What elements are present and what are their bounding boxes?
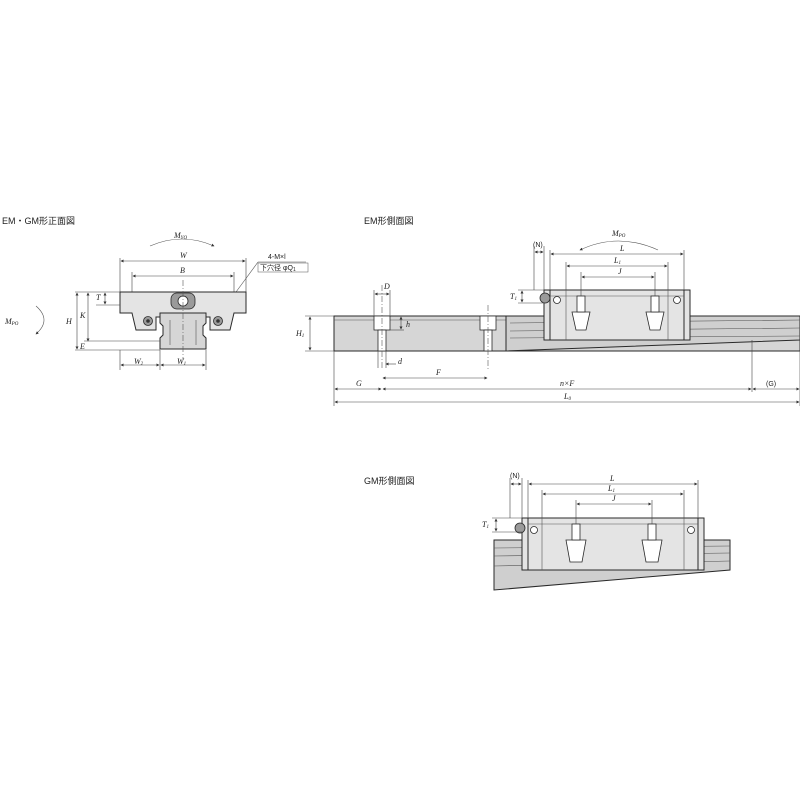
- label-e: E: [79, 342, 85, 351]
- mpo-label: MPO: [4, 317, 19, 327]
- gm-label-l: L: [609, 474, 615, 483]
- em-label-l: L: [619, 244, 625, 253]
- em-label-g-paren: (G): [766, 381, 776, 388]
- mpo-arrow: [35, 305, 45, 335]
- em-label-j: J: [618, 267, 622, 276]
- gm-label-l1: L1: [607, 484, 615, 494]
- em-label-h1: H1: [295, 329, 304, 339]
- front-view-title: EM・GM形正面図: [2, 215, 75, 226]
- label-w: W: [180, 251, 188, 260]
- label-h: H: [65, 317, 73, 326]
- em-label-d-cap: D: [383, 282, 390, 291]
- gm-ball-recess-2: [641, 539, 663, 563]
- label-t: T: [96, 293, 101, 302]
- rail-front: [159, 312, 207, 350]
- em-label-l0: L0: [563, 392, 571, 402]
- hole-spec-line2: 下穴径 φQ1: [260, 263, 296, 273]
- gm-grease-nipple: [514, 522, 526, 534]
- gm-label-t1: T1: [482, 520, 489, 530]
- em-label-n: (N): [533, 242, 543, 249]
- front-view: MYO W B 4-M×l 下穴径 φQ1 MPO: [4, 231, 309, 370]
- label-w1: W1: [177, 357, 186, 367]
- gm-side-view-title: GM形側面図: [364, 475, 415, 486]
- em-label-d-small: d: [398, 357, 403, 366]
- hole-spec-line1: 4-M×l: [268, 254, 286, 261]
- myo-arrow: [149, 238, 215, 247]
- em-side-view-title: EM形側面図: [364, 215, 414, 226]
- em-label-g: G: [356, 379, 362, 388]
- em-grease-nipple: [539, 292, 551, 304]
- em-label-l1: L1: [613, 256, 621, 266]
- label-w2: W2: [134, 357, 144, 367]
- em-label-t1: T1: [510, 292, 517, 302]
- em-label-nf: n×F: [560, 379, 574, 388]
- gm-label-j: J: [612, 494, 616, 503]
- label-b: B: [180, 266, 185, 275]
- em-side-view: MPO (N) L L1 J T1 D h: [295, 229, 800, 406]
- gm-label-n: (N): [510, 473, 520, 480]
- label-k: K: [79, 311, 86, 320]
- em-mpo-label: MPO: [611, 229, 626, 239]
- em-label-f: F: [435, 368, 441, 377]
- gm-side-view: (N) L L1 J T1: [482, 473, 731, 591]
- myo-label: MYO: [173, 231, 187, 241]
- em-mpo-arrow: [579, 240, 659, 251]
- gm-ball-recess-1: [565, 539, 587, 563]
- em-label-h-small: h: [406, 320, 410, 329]
